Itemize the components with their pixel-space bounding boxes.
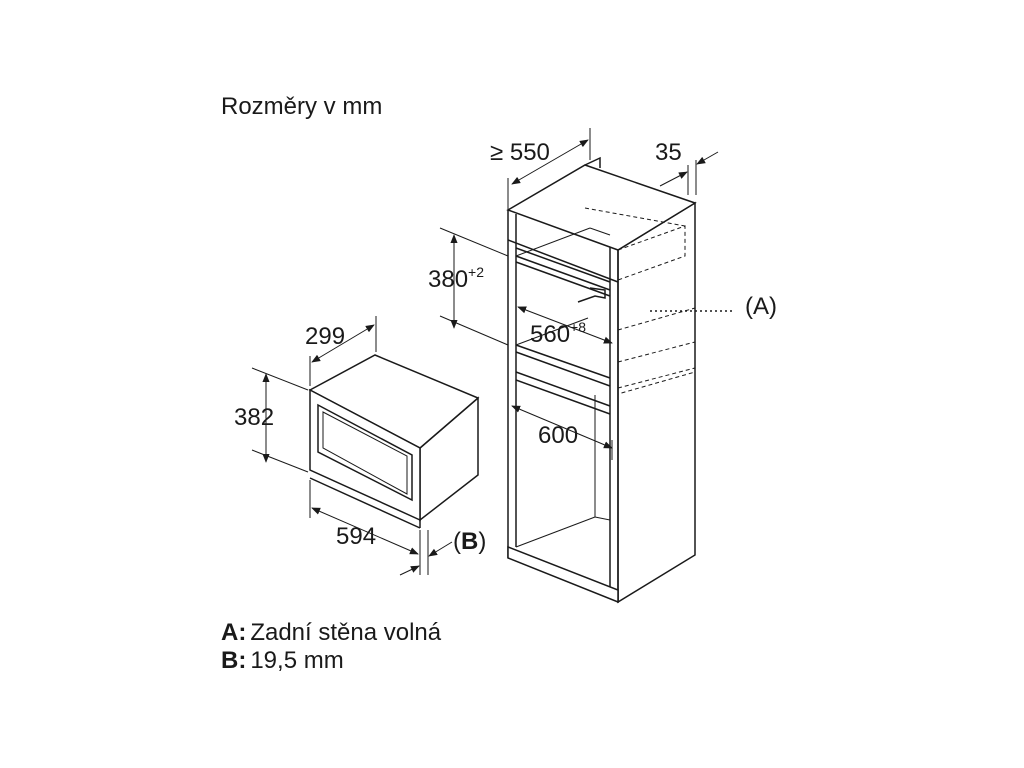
callout-a: (A) [745, 293, 777, 320]
niche-width-value: 560 [530, 321, 570, 348]
label-cabinet-offset: 35 [655, 139, 682, 166]
callout-b: (B) [453, 528, 486, 555]
label-device-height: 382 [234, 404, 274, 431]
label-device-width: 594 [336, 523, 376, 550]
label-device-depth: 299 [305, 323, 345, 350]
dimension-lines [251, 128, 735, 576]
built-in-device [308, 354, 480, 529]
niche-height-value: 380 [428, 266, 468, 293]
label-niche-height: 380+2 [428, 264, 484, 293]
label-cabinet-width: 600 [538, 422, 578, 449]
niche-width-tolerance: +8 [570, 319, 586, 335]
niche-height-tolerance: +2 [468, 264, 484, 280]
legend-item-b: B:19,5 mm [221, 647, 344, 674]
label-niche-width: 560+8 [530, 319, 586, 348]
label-cabinet-depth: ≥ 550 [490, 139, 550, 166]
drawing-title: Rozměry v mm [221, 93, 382, 120]
tall-cabinet [506, 156, 697, 604]
legend: A:Zadní stěna volná B:19,5 mm [221, 619, 442, 674]
legend-item-a: A:Zadní stěna volná [221, 619, 442, 646]
